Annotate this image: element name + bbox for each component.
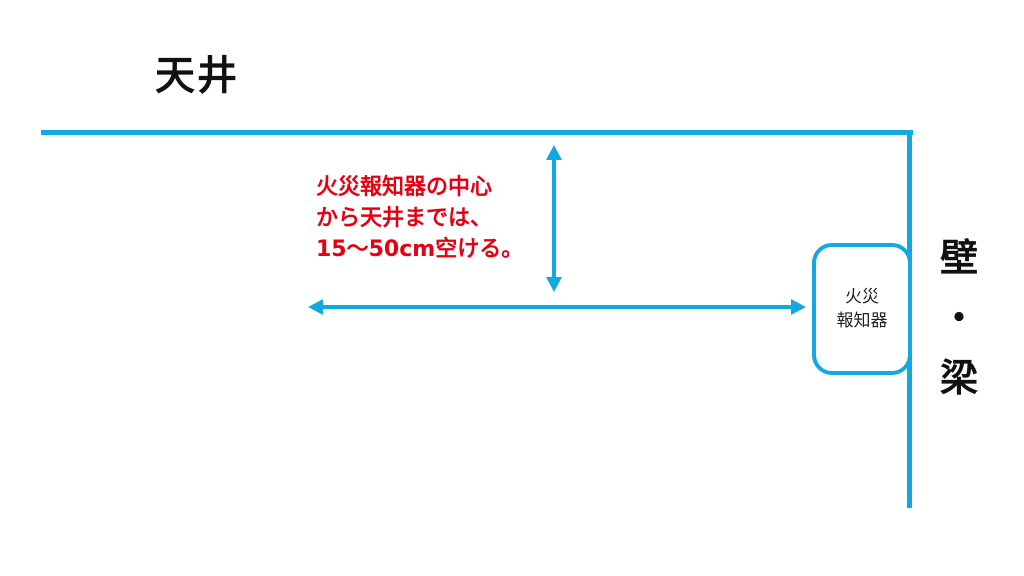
- detector-label-line-1: 火災: [845, 287, 879, 307]
- note-line-1: 火災報知器の中心: [316, 175, 493, 200]
- wall-label-line-2: 梁: [939, 356, 978, 400]
- note-line-3: 15〜50cm空ける。: [316, 237, 524, 262]
- fire-detector-box: 火災 報知器: [812, 243, 912, 375]
- detector-label-line-2: 報知器: [836, 311, 888, 331]
- ceiling-label: 天井: [155, 53, 239, 99]
- clearance-note: 火災報知器の中心から天井までは、 15〜50cm空ける。: [316, 172, 523, 265]
- wall-label-line-1: 壁: [939, 236, 978, 280]
- wall-label-separator: ・: [939, 296, 978, 340]
- ceiling-line: [41, 130, 913, 135]
- wall-beam-label: 壁 ・ 梁: [934, 228, 984, 408]
- vertical-arrow-icon: [546, 145, 562, 292]
- horizontal-arrow-icon: [308, 299, 806, 315]
- note-line-2: から天井までは、: [316, 206, 493, 231]
